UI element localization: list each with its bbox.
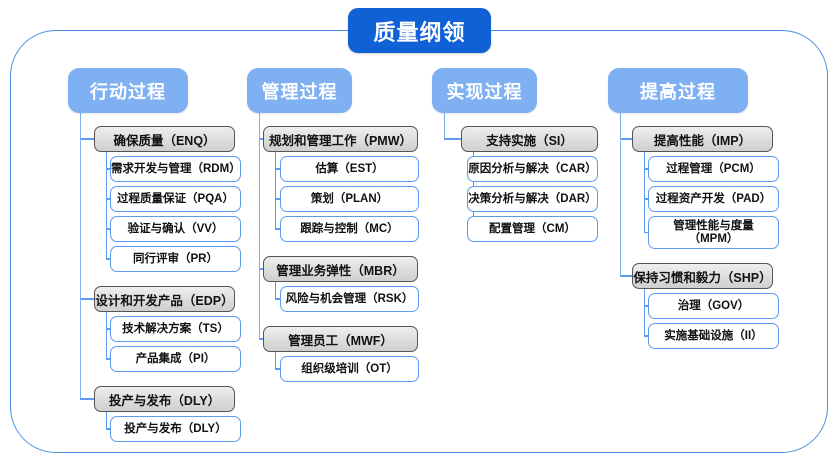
connector-trunk-stub: [259, 138, 263, 140]
connector-trunk-stub: [259, 268, 263, 270]
connector-leaf-stub: [106, 168, 110, 170]
leaf-box-1-2-2[interactable]: 产品集成（PI）: [110, 346, 241, 372]
connector-trunk-stub: [259, 338, 263, 340]
connector-trunk-stub: [80, 398, 94, 400]
leaf-box-2-2-1[interactable]: 风险与机会管理（RSK）: [280, 286, 419, 312]
group-box-3-1[interactable]: 支持实施（SI）: [461, 126, 598, 152]
leaf-box-3-1-1[interactable]: 原因分析与解决（CAR）: [467, 156, 598, 182]
leaf-box-1-3-1[interactable]: 投产与发布（DLY）: [110, 416, 241, 442]
connector-leaf-stub: [106, 258, 110, 260]
leaf-box-1-1-3[interactable]: 验证与确认（VV）: [110, 216, 241, 242]
leaf-box-2-1-3[interactable]: 跟踪与控制（MC）: [280, 216, 419, 242]
connector-leaf-stub: [275, 168, 280, 170]
leaf-box-3-1-2[interactable]: 决策分析与解决（DAR）: [467, 186, 598, 212]
leaf-box-4-1-2[interactable]: 过程资产开发（PAD）: [648, 186, 779, 212]
column-header-1[interactable]: 行动过程: [68, 68, 188, 113]
connector-group-spine: [106, 150, 108, 259]
connector-leaf-stub: [275, 368, 280, 370]
leaf-box-4-2-1[interactable]: 治理（GOV）: [648, 293, 779, 319]
group-box-4-2[interactable]: 保持习惯和毅力（SHP）: [632, 263, 773, 289]
leaf-box-2-1-2[interactable]: 策划（PLAN）: [280, 186, 419, 212]
group-box-2-3[interactable]: 管理员工（MWF）: [263, 326, 418, 352]
diagram-title: 质量纲领: [348, 8, 491, 53]
connector-group-spine: [106, 310, 108, 359]
connector-leaf-stub: [644, 305, 648, 307]
group-box-1-3[interactable]: 投产与发布（DLY）: [94, 386, 235, 412]
connector-leaf-stub: [275, 298, 280, 300]
connector-group-spine: [644, 150, 646, 233]
group-box-2-2[interactable]: 管理业务弹性（MBR）: [263, 256, 418, 282]
connector-column-trunk: [444, 113, 446, 139]
leaf-box-1-2-1[interactable]: 技术解决方案（TS）: [110, 316, 241, 342]
connector-leaf-stub: [644, 198, 648, 200]
connector-leaf-stub: [106, 358, 110, 360]
column-header-3[interactable]: 实现过程: [432, 68, 537, 113]
connector-leaf-stub: [106, 228, 110, 230]
connector-leaf-stub: [275, 228, 280, 230]
connector-leaf-stub: [644, 231, 648, 234]
connector-group-spine: [644, 287, 646, 336]
leaf-box-1-1-2[interactable]: 过程质量保证（PQA）: [110, 186, 241, 212]
leaf-box-3-1-3[interactable]: 配置管理（CM）: [467, 216, 598, 242]
column-header-2[interactable]: 管理过程: [247, 68, 352, 113]
connector-leaf-stub: [275, 198, 280, 200]
leaf-box-4-1-3[interactable]: 管理性能与度量（MPM）: [648, 216, 779, 249]
connector-leaf-stub: [106, 198, 110, 200]
connector-column-trunk: [80, 113, 82, 399]
leaf-box-4-1-1[interactable]: 过程管理（PCM）: [648, 156, 779, 182]
connector-trunk-stub: [444, 138, 461, 140]
leaf-box-1-1-4[interactable]: 同行评审（PR）: [110, 246, 241, 272]
connector-leaf-stub: [106, 328, 110, 330]
leaf-box-4-2-2[interactable]: 实施基础设施（II）: [648, 323, 779, 349]
connector-column-trunk: [259, 113, 261, 339]
connector-trunk-stub: [80, 298, 94, 300]
group-box-2-1[interactable]: 规划和管理工作（PMW）: [263, 126, 418, 152]
connector-leaf-stub: [106, 428, 110, 430]
connector-group-spine: [275, 280, 277, 299]
connector-trunk-stub: [80, 138, 94, 140]
connector-column-trunk: [620, 113, 622, 276]
leaf-box-2-3-1[interactable]: 组织级培训（OT）: [280, 356, 419, 382]
column-header-4[interactable]: 提高过程: [608, 68, 748, 113]
connector-group-spine: [106, 410, 108, 429]
connector-trunk-stub: [620, 138, 632, 140]
group-box-1-1[interactable]: 确保质量（ENQ）: [94, 126, 235, 152]
connector-leaf-stub: [644, 335, 648, 337]
connector-leaf-stub: [644, 168, 648, 170]
leaf-box-1-1-1[interactable]: 需求开发与管理（RDM）: [110, 156, 241, 182]
group-box-1-2[interactable]: 设计和开发产品（EDP）: [94, 286, 235, 312]
connector-group-spine: [275, 350, 277, 369]
group-box-4-1[interactable]: 提高性能（IMP）: [632, 126, 773, 152]
connector-trunk-stub: [620, 275, 632, 277]
leaf-box-2-1-1[interactable]: 估算（EST）: [280, 156, 419, 182]
connector-group-spine: [275, 150, 277, 229]
